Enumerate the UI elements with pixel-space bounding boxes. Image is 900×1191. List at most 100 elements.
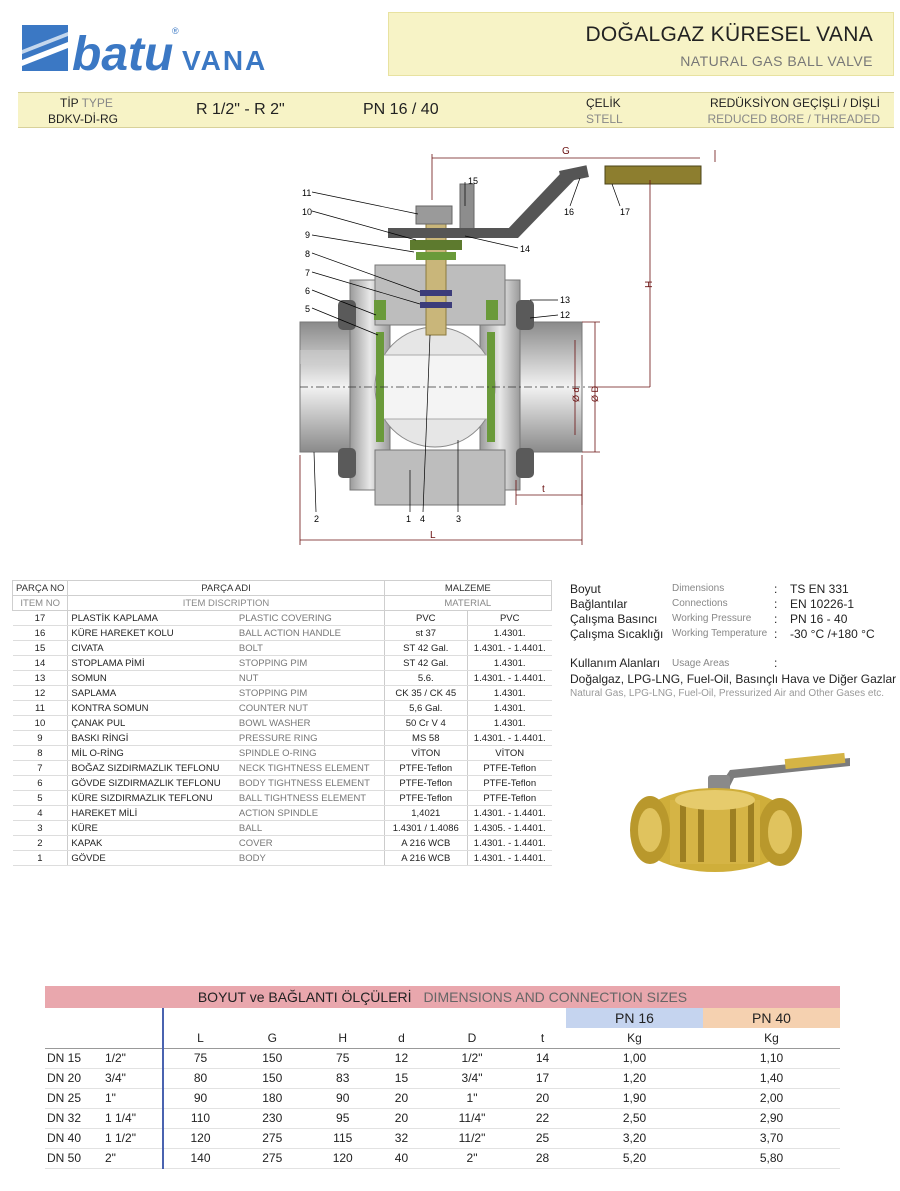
parts-cell-m1: A 216 WCB [384,850,468,866]
usage-text-tr: Doğalgaz, LPG-LNG, Fuel-Oil, Basınçlı Ha… [570,672,897,686]
parts-cell-m2: 1.4305. - 1.4401. [467,820,552,836]
parts-cell-en: BODY TIGHTNESS ELEMENT [235,775,385,791]
parts-cell-m1: ST 42 Gal. [384,655,468,671]
parts-cell-no: 13 [12,670,69,686]
callout-12: 12 [560,310,570,320]
spec-colon: : [774,597,778,611]
dimension-cell-dn: DN 40 [45,1128,105,1149]
parts-cell-m2: 1.4301. [467,700,552,716]
col-G: G [237,1028,308,1049]
dimension-cell-t: 28 [519,1148,567,1169]
dimension-cell-L: 110 [162,1108,237,1129]
col-t: t [519,1028,567,1049]
dimension-cell-dn: DN 15 [45,1048,105,1069]
spec-colon: : [774,582,778,596]
parts-cell-en: BODY [235,850,385,866]
parts-cell-no: 6 [12,775,69,791]
dimension-cell-L: 75 [162,1048,237,1069]
dimension-cell-t: 20 [519,1088,567,1109]
col-item-no-en: ITEM NO [11,595,69,611]
svg-text:®: ® [172,26,179,36]
dimension-cell-kg16: 3,20 [566,1128,703,1149]
dimension-cell-kg40: 2,90 [702,1108,840,1129]
spec-bar: TİP TYPE BDKV-Dİ-RG R 1/2" - R 2" PN 16 … [18,92,894,128]
dimension-cell-kg16: 1,90 [566,1088,703,1109]
parts-cell-tr: HAREKET MİLİ [67,805,236,821]
logo-suffix: VANA [182,45,267,76]
batu-vana-logo: batu ® VANA [22,22,292,81]
parts-cell-m2: 1.4301. - 1.4401. [467,640,552,656]
dimension-cell-H: 75 [307,1048,378,1069]
dimension-cell-G: 180 [237,1088,308,1109]
type-label: TYPE [81,96,113,110]
dimension-cell-D: 1/2" [424,1048,520,1069]
parts-cell-m2: 1.4301. - 1.4401. [467,670,552,686]
size-range: R 1/2" - R 2" [196,101,285,118]
parts-cell-tr: GÖVDE SIZDIRMAZLIK TEFLONU [67,775,236,791]
callout-1: 1 [406,514,411,524]
parts-cell-no: 9 [12,730,69,746]
dimension-cell-L: 80 [162,1068,237,1089]
dimensions-header: BOYUT ve BAĞLANTI ÖLÇÜLERİ DIMENSIONS AN… [45,986,840,1008]
parts-cell-en: SPINDLE O-RING [235,745,385,761]
dimension-cell-d: 20 [377,1088,425,1109]
dimension-cell-dn: DN 32 [45,1108,105,1129]
parts-cell-m2: 1.4301. [467,655,552,671]
spec-tr: Bağlantılar [570,597,628,611]
parts-cell-tr: ÇANAK PUL [67,715,236,731]
parts-cell-en: BALL ACTION HANDLE [235,625,385,641]
col-H: H [307,1028,378,1049]
dimension-cell-in: 3/4" [105,1068,163,1089]
spec-en: Dimensions [672,583,725,594]
dimension-cell-t: 25 [519,1128,567,1149]
parts-cell-no: 14 [12,655,69,671]
dimension-cell-G: 275 [237,1148,308,1169]
dimension-cell-G: 150 [237,1068,308,1089]
dimension-cell-kg16: 2,50 [566,1108,703,1129]
parts-cell-tr: KONTRA SOMUN [67,700,236,716]
callout-6: 6 [305,286,310,296]
usage-colon: : [774,656,778,670]
callout-4: 4 [420,514,425,524]
parts-cell-en: STOPPING PIM [235,685,385,701]
dimension-cell-H: 120 [307,1148,378,1169]
col-L: L [162,1028,237,1049]
usage-title: Kullanım Alanları [570,656,661,670]
parts-cell-en: BOLT [235,640,385,656]
dimensions-title-en: DIMENSIONS AND CONNECTION SIZES [423,989,688,1005]
dimension-cell-H: 115 [307,1128,378,1149]
col-material-tr: MALZEME [383,580,553,596]
spec-en: Working Temperature [672,628,768,639]
parts-cell-tr: CIVATA [67,640,236,656]
callout-10: 10 [302,207,312,217]
dimension-cell-L: 140 [162,1148,237,1169]
dimension-cell-in: 1 1/2" [105,1128,163,1149]
spec-v: -30 °C /+180 °C [790,627,875,641]
pn16-header: PN 16 [566,1008,703,1028]
parts-cell-m1: PTFE-Teflon [384,775,468,791]
col-kg-pn16: Kg [566,1028,703,1049]
dim-H-label: H [644,281,655,288]
parts-cell-no: 5 [12,790,69,806]
col-d: d [377,1028,425,1049]
material-tr: ÇELİK [586,96,621,110]
dim-L-label: L [430,530,436,541]
parts-cell-tr: KAPAK [67,835,236,851]
parts-cell-m2: 1.4301. - 1.4401. [467,850,552,866]
callout-2: 2 [314,514,319,524]
product-photo [610,730,860,890]
parts-cell-m2: 1.4301. - 1.4401. [467,835,552,851]
spec-colon: : [774,612,778,626]
dimension-cell-D: 2" [424,1148,520,1169]
callout-15: 15 [468,176,478,186]
dimension-cell-d: 32 [377,1128,425,1149]
